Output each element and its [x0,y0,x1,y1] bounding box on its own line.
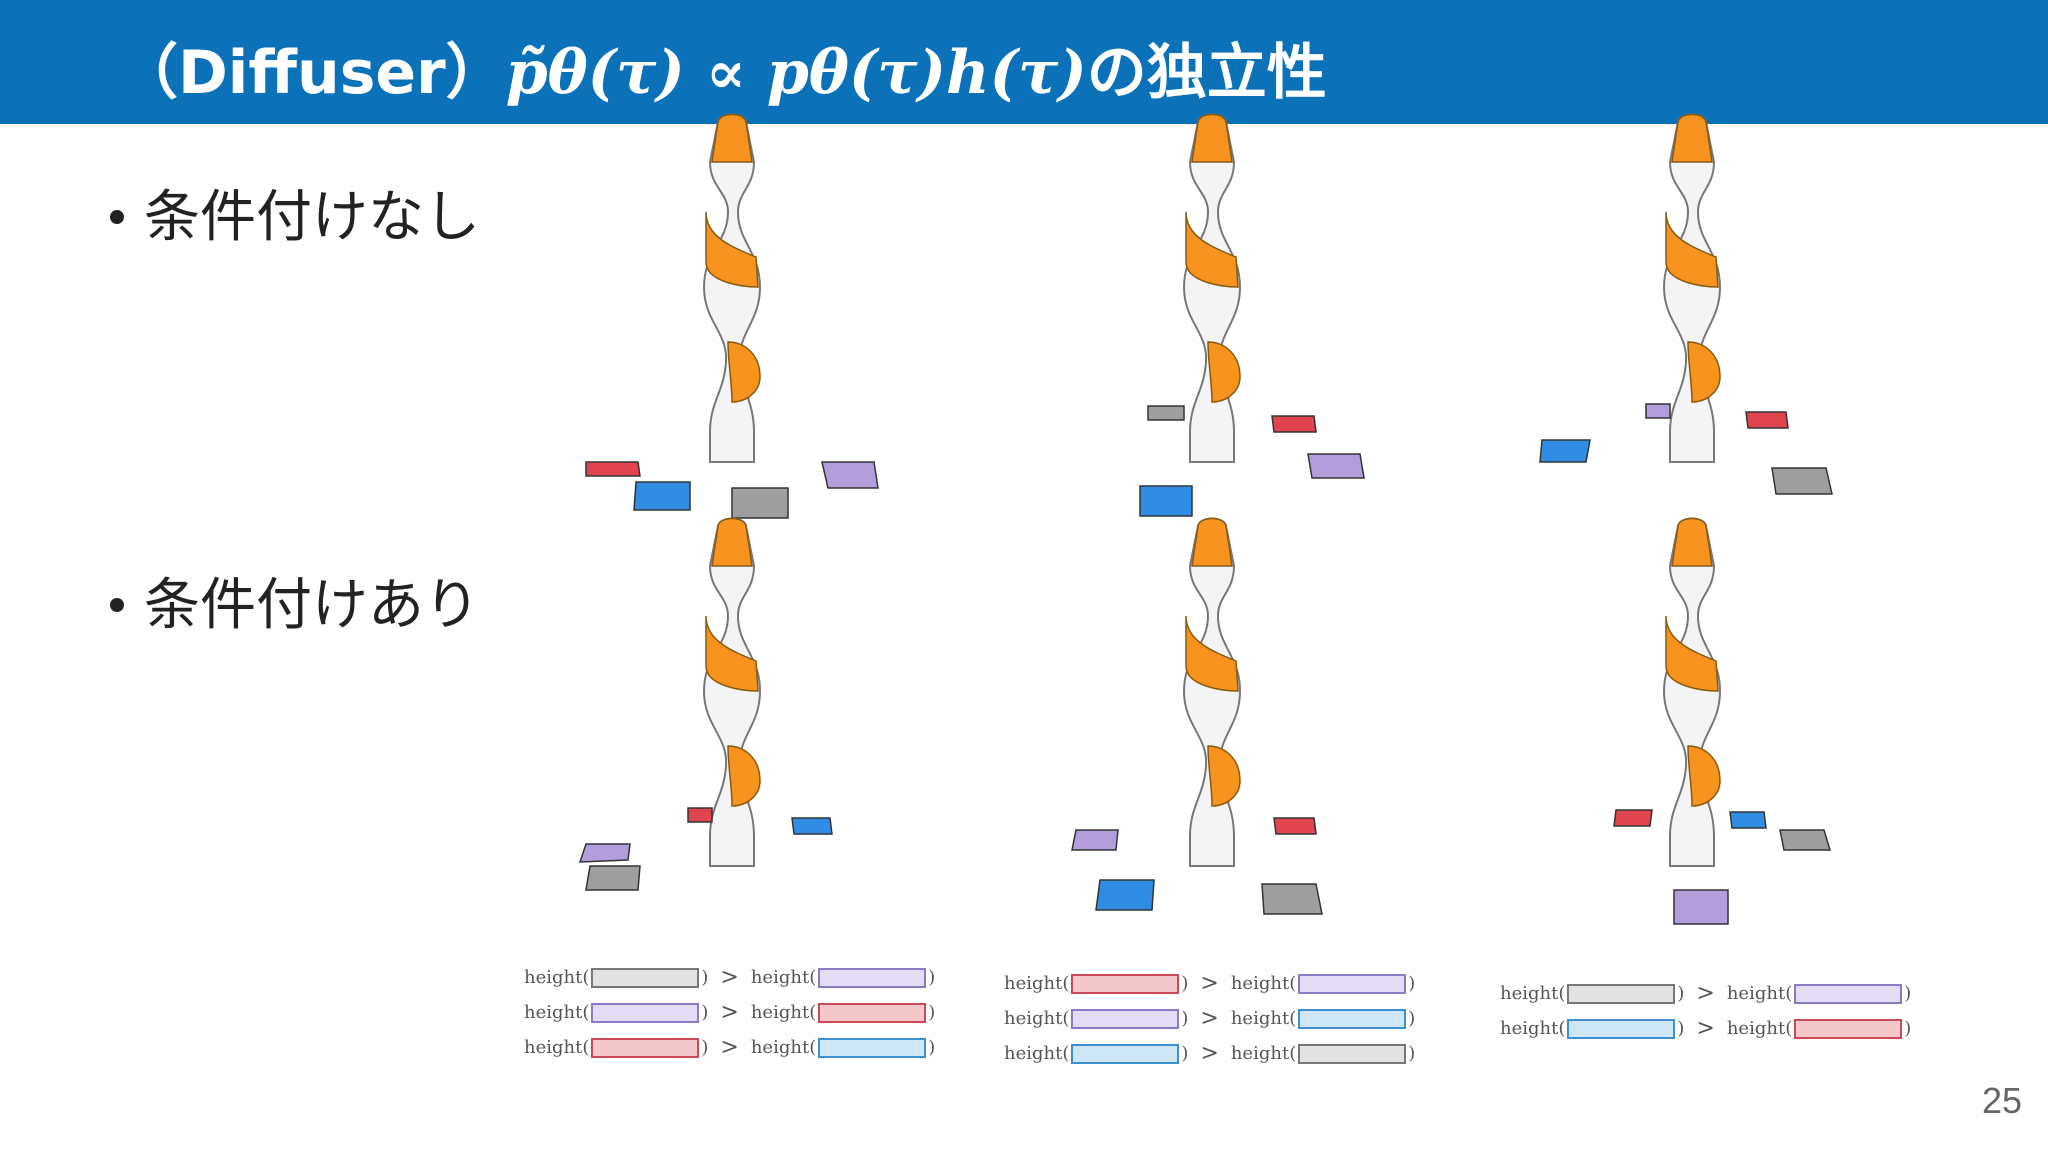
color-box-purple [1298,973,1407,994]
close-paren: ) [1408,973,1416,994]
height-label: height( [1230,973,1297,994]
height-label: height( [1500,983,1566,1004]
condition-legend-3: height() > height() height() > height() [1500,976,1911,1046]
title-formula: p̃θ(τ) ∝ pθ(τ)h(τ) [505,38,1087,108]
greater-than: > [1200,971,1219,996]
height-label: height( [1500,1018,1566,1039]
panel-unconditioned-3 [1539,113,1833,495]
bullet-dot [110,209,124,224]
height-label: height( [750,1002,817,1023]
page-number: 25 [1981,1080,2022,1121]
bullet-conditioned-text: 条件付けあり [144,573,480,638]
close-paren: ) [928,1002,936,1023]
bullet-unconditioned: 条件付けなし [110,172,480,253]
close-paren: ) [1904,1018,1912,1039]
color-box-red [591,1037,700,1058]
close-paren: ) [701,1002,709,1023]
height-label: height( [1004,1043,1070,1064]
greater-than: > [720,965,739,990]
condition-row: height() > height() [1004,966,1415,1001]
greater-than: > [720,1000,739,1025]
color-box-red [1071,973,1180,994]
greater-than: > [1696,981,1715,1006]
height-label: height( [750,967,817,988]
color-box-purple [818,967,927,988]
condition-legend-2: height()>height()height()>height()height… [1004,966,1415,1071]
color-box-red [818,1002,927,1023]
color-box-purple [591,1002,700,1023]
close-paren: ) [1181,1043,1189,1064]
condition-row: height() > height() [1500,1011,1911,1046]
color-box-purple [1071,1008,1180,1029]
close-paren: ) [1408,1008,1416,1029]
condition-row: height() > height() [1500,976,1911,1011]
height-label: height( [1004,1008,1070,1029]
height-label: height( [524,967,590,988]
bullet-conditioned: 条件付けあり [110,560,480,641]
height-label: height( [1230,1008,1297,1029]
close-paren: ) [1181,973,1189,994]
panel-conditioned-3 [1613,517,1832,925]
condition-row: height() > height() [524,960,935,995]
greater-than: > [720,1035,739,1060]
height-label: height( [1004,973,1070,994]
close-paren: ) [701,1037,709,1058]
close-paren: ) [1677,1018,1685,1039]
height-label: height( [1726,983,1793,1004]
close-paren: ) [1904,983,1912,1004]
color-box-gray [1567,983,1676,1004]
color-box-blue [1298,1008,1407,1029]
panel-conditioned-2 [1071,517,1323,915]
color-box-blue [1071,1043,1180,1064]
condition-legend-1: height()>height()height()>height()height… [524,960,935,1065]
bullet-unconditioned-text: 条件付けなし [144,185,480,250]
close-paren: ) [701,967,709,988]
greater-than: > [1200,1006,1219,1031]
bullet-dot [110,597,124,612]
close-paren: ) [928,1037,936,1058]
close-paren: ) [1677,983,1685,1004]
color-box-purple [1794,983,1903,1004]
close-paren: ) [1408,1043,1416,1064]
title-prefix: （Diffuser） [118,38,506,108]
close-paren: ) [928,967,936,988]
panel-unconditioned-1 [585,113,879,519]
title-suffix: の独立性 [1086,38,1327,108]
height-label: height( [750,1037,817,1058]
greater-than: > [1200,1041,1219,1066]
color-box-blue [1567,1018,1676,1039]
slide-title: （Diffuser）p̃θ(τ) ∝ pθ(τ)h(τ)の独立性 [118,24,1327,111]
condition-row: height() > height() [1004,1001,1415,1036]
condition-row: height() > height() [1004,1036,1415,1071]
height-label: height( [524,1037,590,1058]
greater-than: > [1696,1016,1715,1041]
height-label: height( [1726,1018,1793,1039]
condition-row: height() > height() [524,995,935,1030]
panel-conditioned-1 [578,517,833,891]
height-label: height( [524,1002,590,1023]
panel-unconditioned-2 [1139,113,1365,517]
color-box-red [1794,1018,1903,1039]
close-paren: ) [1181,1008,1189,1029]
color-box-gray [1298,1043,1407,1064]
title-bar: （Diffuser）p̃θ(τ) ∝ pθ(τ)h(τ)の独立性 [0,0,2048,124]
color-box-gray [591,967,700,988]
color-box-blue [818,1037,927,1058]
height-label: height( [1230,1043,1297,1064]
condition-row: height() > height() [524,1030,935,1065]
